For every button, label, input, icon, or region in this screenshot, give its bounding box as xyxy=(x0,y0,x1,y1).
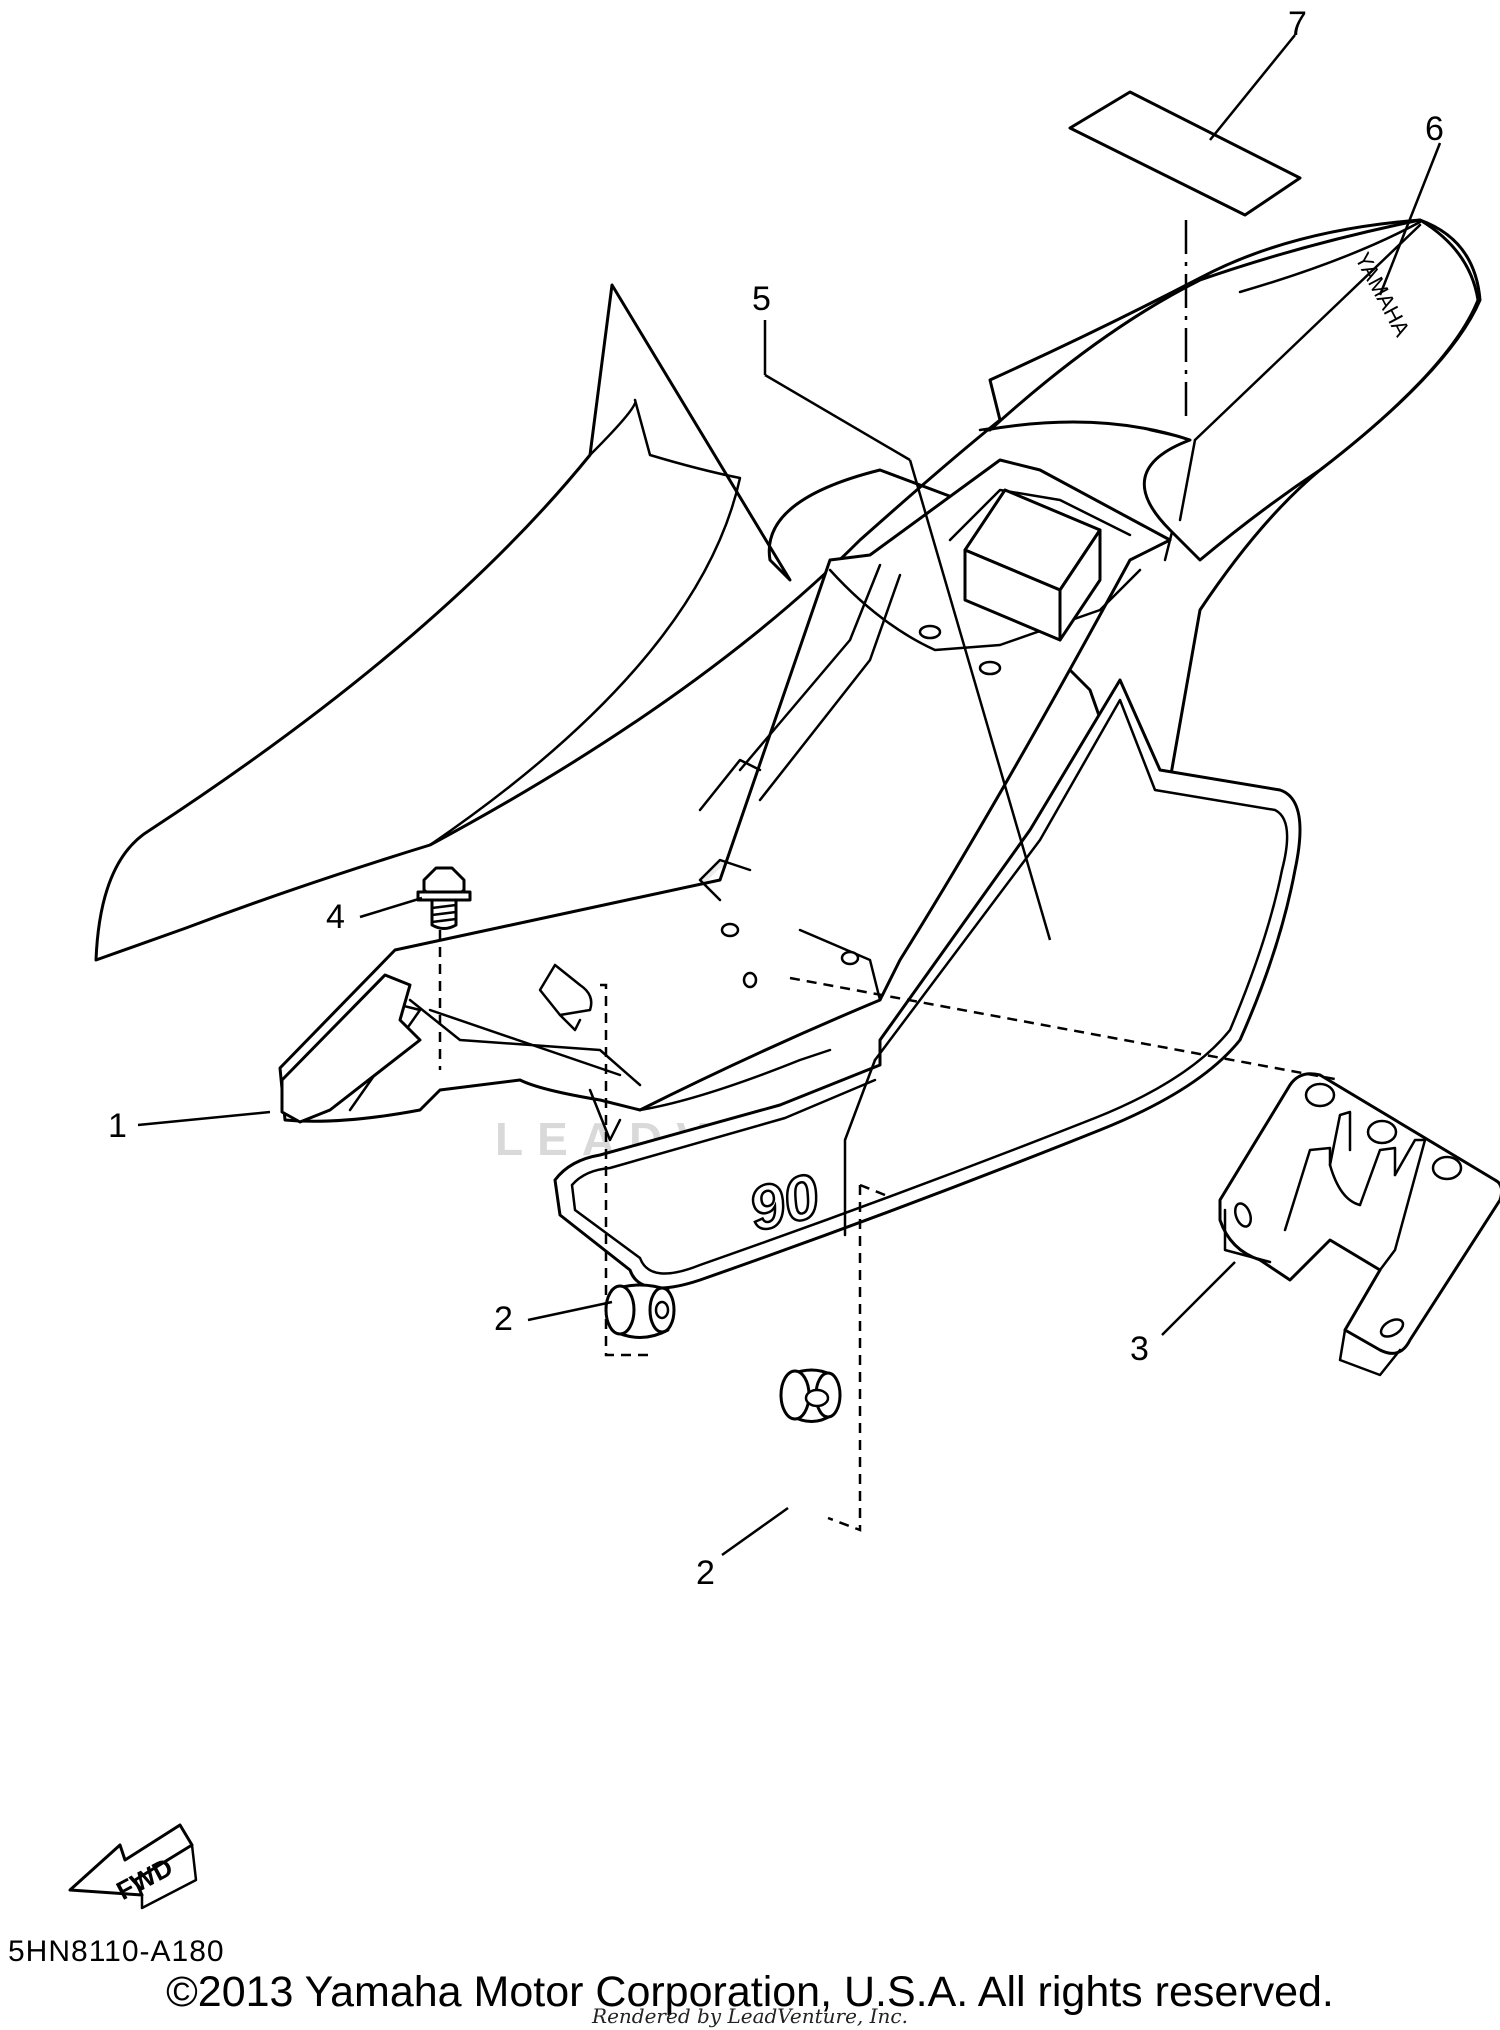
seat-rear-part-6[interactable]: YAMAHA xyxy=(983,218,1480,562)
rendered-by-notice: Rendered by LeadVenture, Inc. xyxy=(592,2004,908,2028)
callout-3[interactable]: 3 xyxy=(1130,1330,1149,1368)
callout-2a[interactable]: 2 xyxy=(494,1300,513,1338)
seat-frame-part-1[interactable] xyxy=(278,458,1172,1142)
assembly-lines xyxy=(438,220,1341,1532)
callout-5[interactable]: 5 xyxy=(752,280,771,318)
callout-6[interactable]: 6 xyxy=(1425,110,1444,148)
svg-text:90: 90 xyxy=(742,1161,826,1245)
frame-front-prong xyxy=(280,973,422,1124)
grommet-part-2b[interactable] xyxy=(779,1368,842,1423)
copyright-notice: ©2013 Yamaha Motor Corporation, U.S.A. A… xyxy=(166,1968,1334,2016)
fwd-arrow-icon: FWD xyxy=(68,1823,198,1910)
callout-2b[interactable]: 2 xyxy=(696,1554,715,1592)
bracket-plate-part-3[interactable] xyxy=(1218,1072,1500,1377)
leader-lines xyxy=(137,34,1442,1557)
callout-4[interactable]: 4 xyxy=(326,898,345,936)
label-part-7[interactable] xyxy=(1068,90,1302,217)
callouts: 1 2 2 3 4 5 6 7 xyxy=(108,5,1444,1592)
bolt-part-4[interactable] xyxy=(416,866,472,930)
callout-7[interactable]: 7 xyxy=(1288,5,1307,43)
side-cover[interactable]: 90 xyxy=(553,678,1302,1290)
seat-lock-block xyxy=(963,488,1102,642)
diagram-code: 5HN8110-A180 xyxy=(8,1935,225,1968)
grommet-part-2a[interactable] xyxy=(604,1283,676,1339)
callout-1[interactable]: 1 xyxy=(108,1107,127,1145)
